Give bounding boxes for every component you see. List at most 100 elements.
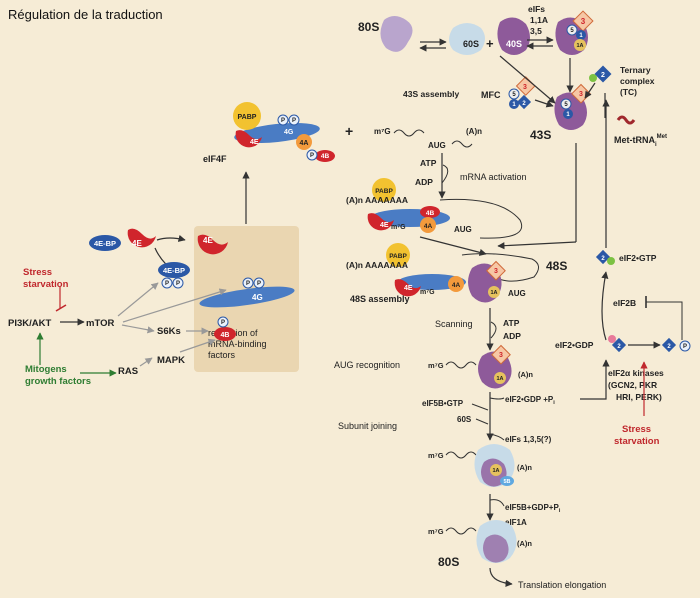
mtor-label: mTOR (86, 318, 114, 329)
eif4f-4b (315, 150, 335, 162)
exchange-arrow (601, 271, 609, 341)
mfc-eif1 (509, 99, 519, 109)
60s-label: 60S (463, 39, 479, 49)
phosphate-icon (161, 277, 173, 289)
eif2-label: 2 (667, 344, 671, 350)
phosphate-icon (172, 277, 184, 289)
met-trna-label: Met-tRNAiMet (614, 134, 667, 148)
eif5-label: 5 (564, 102, 568, 108)
m7g-label: m⁷G (391, 224, 406, 231)
aug-recognition-label: AUG recognition (334, 360, 400, 370)
4b-label: 4B (321, 153, 330, 160)
eif1-label: 1 (512, 102, 516, 108)
pi3k-akt-label: PI3K/AKT (8, 318, 51, 329)
eifs-label-2: 1,1A (530, 15, 548, 25)
pabp-label: PABP (389, 253, 407, 260)
43s-assembly-label: 43S assembly (403, 89, 460, 99)
eif5b-release-curve (489, 499, 505, 507)
eif5b-gdp-label: eIF5B+GDP+Pi (505, 503, 561, 514)
mapk-label: MAPK (157, 355, 185, 366)
eif2b-label: eIF2B (613, 298, 636, 308)
kinases-label-2: (GCN2, PKR (608, 380, 657, 390)
p-label: P (281, 118, 285, 124)
40s-to-43s-arrow (499, 55, 556, 104)
eif3-label: 3 (579, 91, 583, 98)
eif1-label: 1 (566, 112, 570, 118)
eif2-label: 2 (601, 72, 605, 79)
ternary-label-1: Ternary (620, 65, 651, 75)
48s-eif1a (488, 286, 500, 298)
eif1a-icon (574, 39, 586, 51)
recycling-starvation-label: starvation (614, 436, 660, 447)
polya-tail-label: (A)n AAAAAAA (346, 195, 408, 205)
mfc-to-43s-arrow (534, 99, 554, 108)
eif1-icon (576, 30, 586, 40)
48s-eif3 (486, 260, 506, 281)
80s-eif1a (490, 464, 502, 476)
eif5-label: 5 (512, 92, 516, 98)
plus-sign: + (486, 36, 494, 51)
60s-curve (475, 418, 489, 425)
met-trna-name: Met-tRNA (614, 135, 655, 145)
eif2-label: 2 (522, 101, 526, 107)
activated-pabp (372, 178, 396, 202)
pabp-label: PABP (375, 188, 393, 195)
s6ks-label: S6Ks (157, 326, 181, 337)
eif1-label: 1 (579, 33, 583, 39)
43s-label: 43S (530, 128, 551, 142)
eif2-gdp-label: eIF2•GDP (555, 340, 594, 350)
mtor-to-4ebp-arrow (117, 282, 159, 317)
phosphate-icon (242, 277, 254, 289)
eif5b-gtp-label: eIF5B•GTP (422, 399, 464, 408)
scan-atp-curve (490, 321, 497, 339)
starvation-label: starvation (23, 279, 69, 290)
aug-label: AUG (508, 289, 526, 298)
eif5b-label: 5B (503, 479, 510, 485)
eif2-gdp-pi-label: eIF2•GDP +Pi (505, 395, 555, 406)
mrna-wave (393, 129, 425, 137)
polya-label: (A)n (466, 127, 482, 136)
eif3-label: 3 (523, 84, 527, 91)
scanning-label: Scanning (435, 319, 473, 329)
mrna-activation-label: mRNA activation (460, 172, 527, 182)
80s-ribosome (380, 16, 413, 52)
eif5b-gdp-text: eIF5B+GDP+P (505, 503, 559, 512)
kinases-label-1: eIF2α kinases (608, 368, 664, 378)
40s-label: 40S (506, 39, 522, 49)
eif1a-release-label: eIF1A (505, 518, 527, 527)
eif5-label: 5 (570, 28, 574, 34)
mrna-wave (445, 451, 477, 459)
release-arrow (156, 234, 186, 242)
p-label: P (221, 320, 225, 326)
scan-atp-label: ATP (503, 318, 520, 328)
eif2-gdp-pi-text: eIF2•GDP +P (505, 395, 554, 404)
eif1a-label: 1A (576, 43, 583, 49)
48s-pabp (386, 243, 410, 267)
eifs-135-label: eIFs 1,3,5(?) (505, 435, 552, 444)
aug-eif3 (491, 344, 511, 365)
figure-title: Régulation de la traduction (8, 7, 163, 22)
4a-label: 4A (452, 282, 461, 289)
mrna-loop (439, 198, 523, 239)
pabp-label: PABP (238, 114, 257, 121)
met-trna-sub: i (655, 142, 657, 148)
p-label: P (310, 153, 314, 159)
60s-subunit (449, 23, 485, 55)
eif2-gdp-diamond (611, 337, 627, 353)
eif4f-pabp (233, 102, 261, 130)
eif2-label: 2 (601, 256, 605, 262)
48s-4e (394, 279, 421, 297)
gdp-to-recycling-arrow (580, 359, 610, 400)
4e-bp-phospho (158, 262, 190, 278)
43s-eif1 (563, 109, 573, 119)
43s-eif5 (560, 98, 572, 110)
4e-bp-bound (89, 235, 121, 251)
ras-to-mapk-arrow (139, 357, 153, 367)
pi-sub: i (559, 508, 561, 514)
final-80s-40s (483, 534, 509, 563)
4e-bp-phospho-label: 4E-BP (163, 266, 185, 275)
eif2-diamond (594, 65, 612, 83)
plus-sign: + (345, 123, 353, 139)
pi-sub: i (553, 400, 555, 406)
phosphate-icon (253, 277, 265, 289)
